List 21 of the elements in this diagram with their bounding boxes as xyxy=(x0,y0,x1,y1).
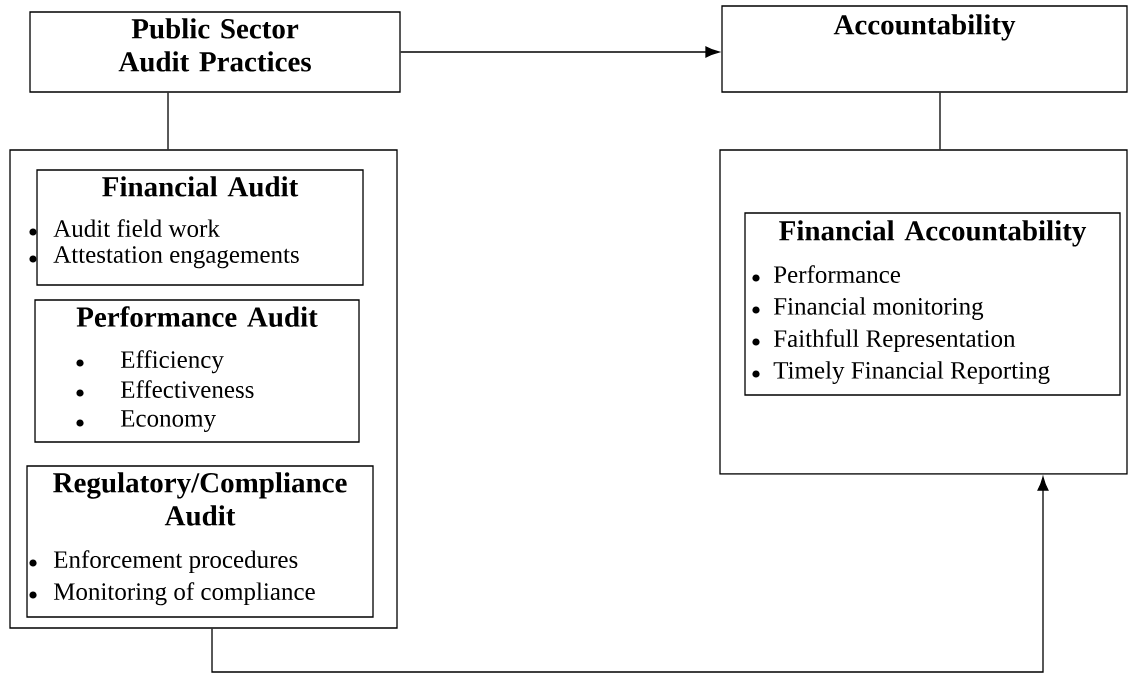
bullet-item: Performance xyxy=(752,265,901,284)
heading: Accountability xyxy=(833,14,1016,41)
arrow xyxy=(400,46,720,58)
bullet-item: Economy xyxy=(76,410,216,432)
bullet-item: Audit field work xyxy=(29,219,220,238)
bullet-item: Enforcement procedures xyxy=(29,550,298,574)
arrow xyxy=(211,476,1049,673)
bullet-item: Timely Financial Reporting xyxy=(752,361,1050,384)
bullet-item: Efficiency xyxy=(76,350,224,374)
heading: Performance Audit xyxy=(76,306,318,327)
bullet-item: Attestation engagements xyxy=(29,246,299,269)
container-box xyxy=(9,149,398,629)
heading: Financial Audit xyxy=(102,176,299,197)
bullet-item: Faithfull Representation xyxy=(752,329,1016,353)
bullet-item: Effectiveness xyxy=(76,380,254,399)
heading: Financial Accountability xyxy=(779,220,1087,247)
heading: Public Sector Audit Practices xyxy=(118,18,311,72)
heading: Regulatory/Compliance Audit xyxy=(53,472,347,526)
bullet-item: Financial monitoring xyxy=(752,297,984,320)
container-box xyxy=(719,149,1128,475)
bullet-item: Monitoring of compliance xyxy=(29,582,315,606)
